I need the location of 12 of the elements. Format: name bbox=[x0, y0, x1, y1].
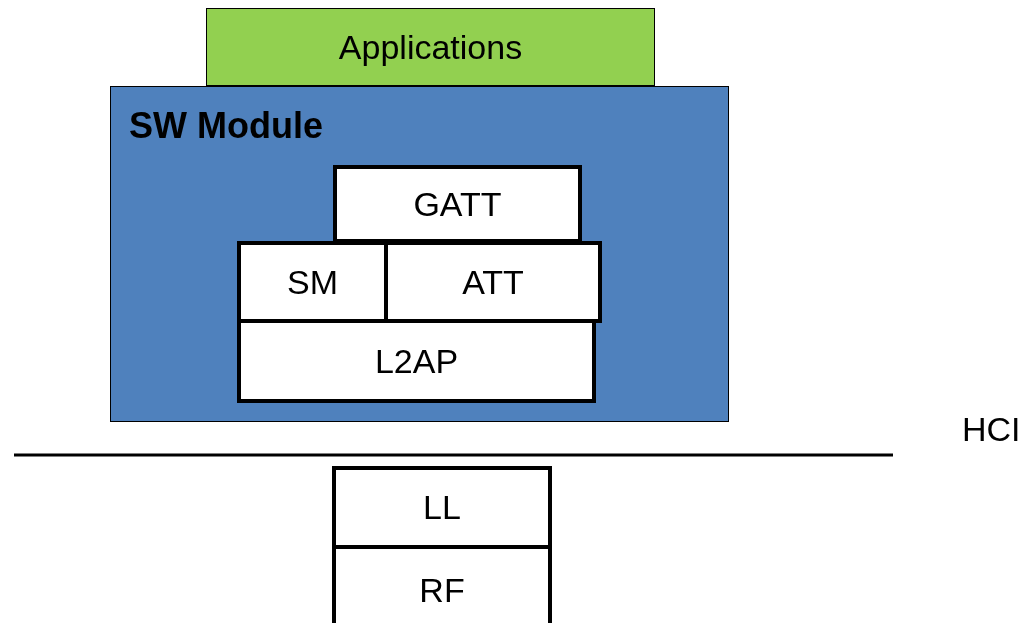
layer-box bbox=[333, 165, 582, 243]
interface-label: HCI bbox=[962, 410, 1021, 449]
layer-label: ATT bbox=[462, 262, 524, 302]
layer-label: RF bbox=[419, 570, 465, 610]
layer-label: SM bbox=[287, 262, 338, 302]
layer-label: LL bbox=[423, 488, 461, 527]
layer-label: GATT bbox=[413, 184, 502, 224]
module-title: SW Module bbox=[129, 105, 323, 147]
layer-label: L2AP bbox=[374, 341, 459, 381]
application-layer-box bbox=[206, 8, 655, 86]
layer-label: Applications bbox=[338, 27, 523, 67]
module-panel bbox=[110, 86, 729, 422]
